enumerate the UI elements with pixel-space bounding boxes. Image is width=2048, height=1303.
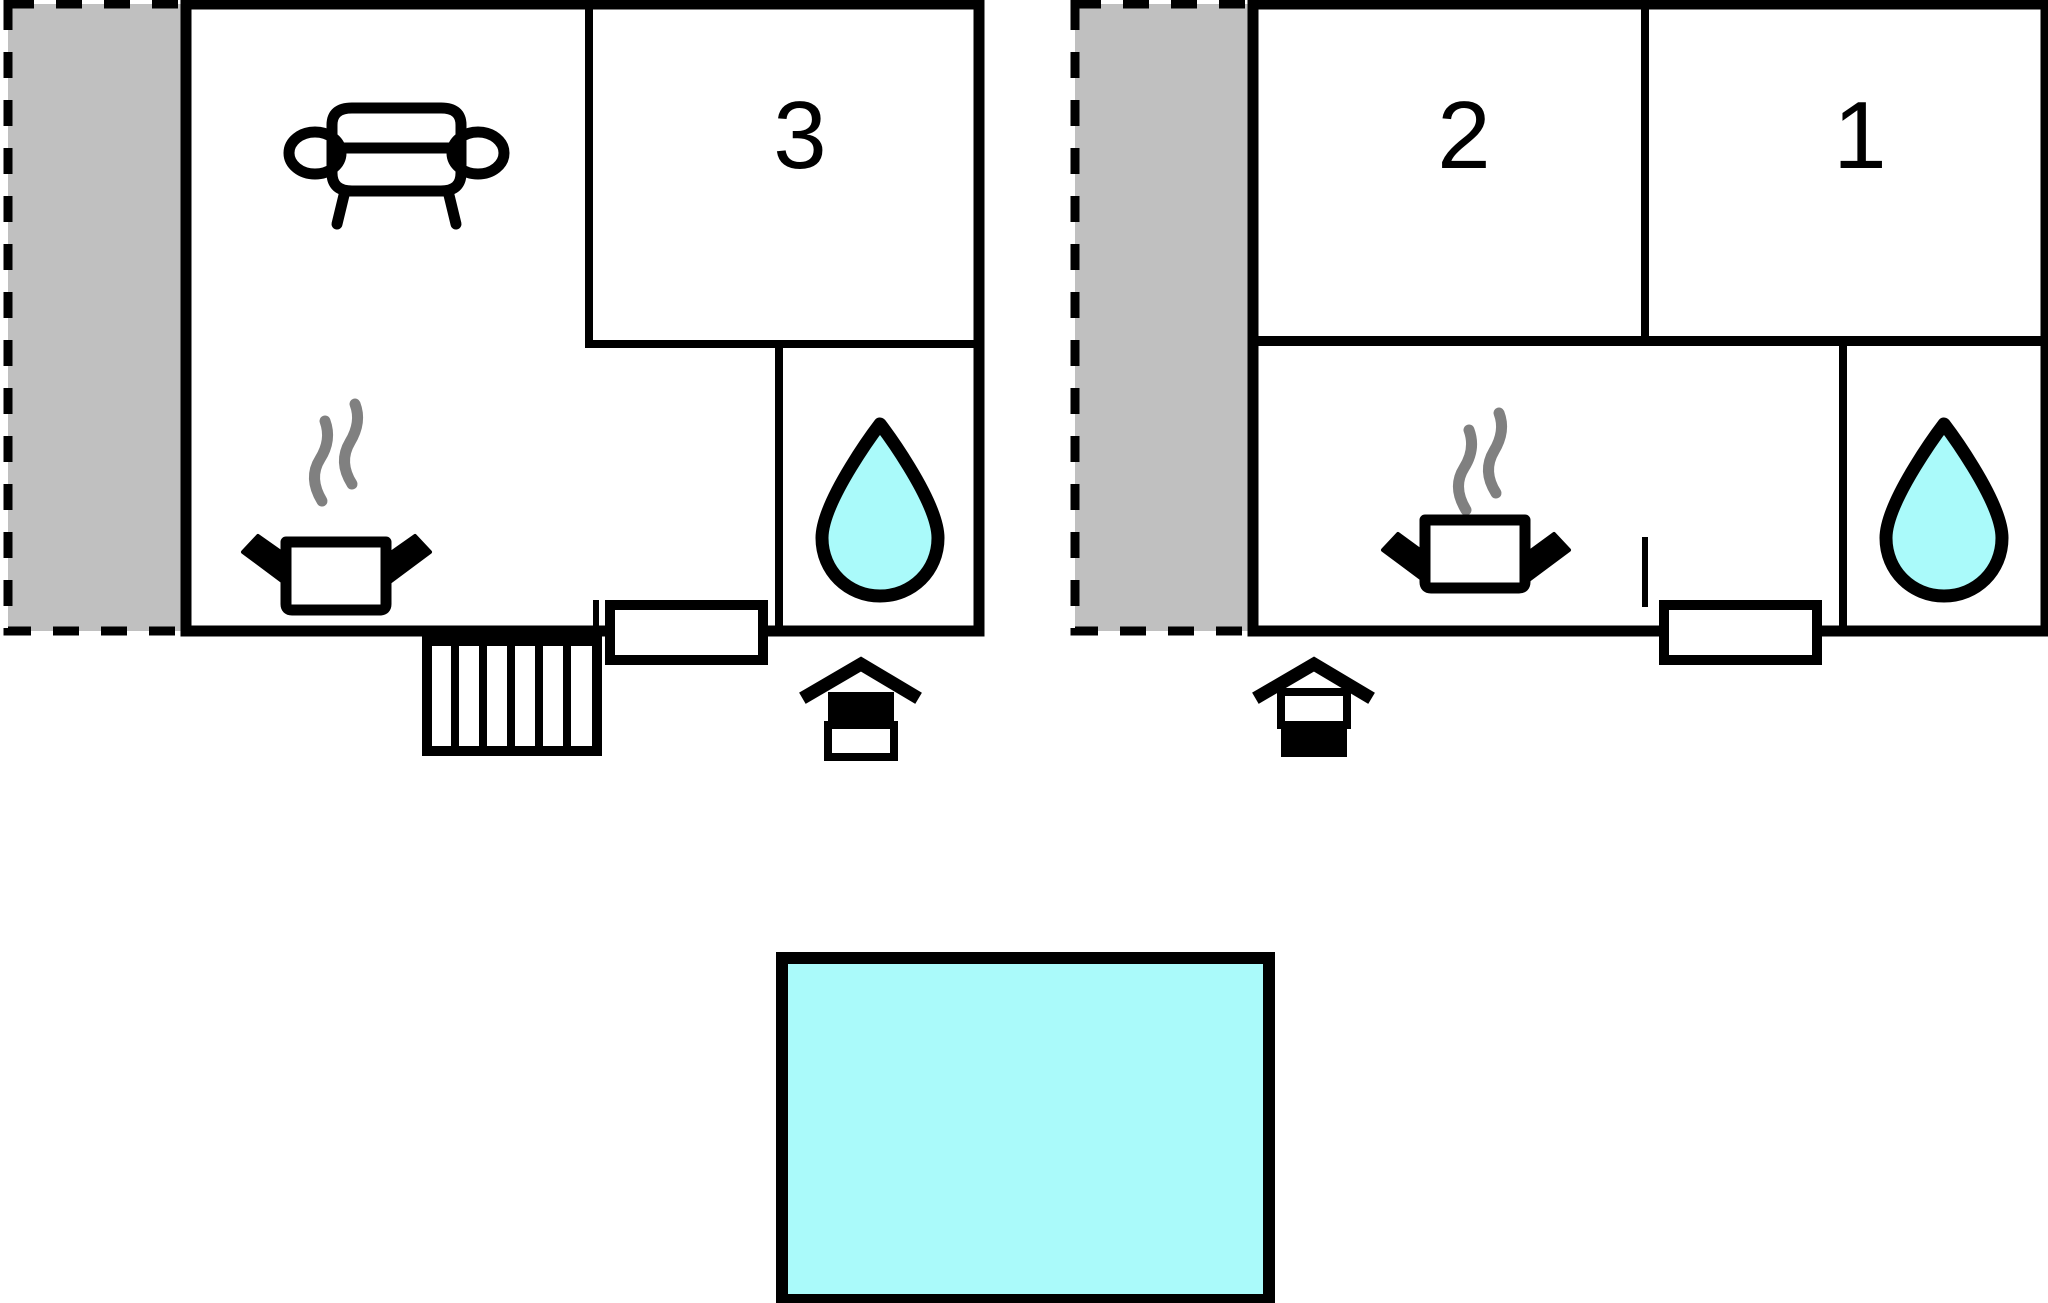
window-left — [605, 600, 768, 665]
building-left — [3, 0, 985, 761]
room-label-2: 2 — [1437, 82, 1491, 189]
entrance-door-icon-right — [1252, 656, 1375, 757]
entrance-door-icon-left — [799, 656, 922, 761]
water-drop-icon — [815, 417, 945, 603]
terrace-right — [1070, 0, 1258, 636]
cooking-pot-icon — [1381, 407, 1571, 594]
water-drop-icon — [1879, 417, 2009, 603]
sofa-icon — [283, 102, 510, 230]
room-label-1: 1 — [1833, 82, 1887, 189]
window-right — [1659, 600, 1822, 665]
building-right — [1070, 0, 2048, 757]
room-label-3: 3 — [773, 82, 827, 189]
terrace-left — [3, 0, 191, 636]
cooking-pot-icon — [241, 398, 432, 616]
swimming-pool — [776, 952, 1275, 1303]
stairs — [422, 636, 602, 756]
